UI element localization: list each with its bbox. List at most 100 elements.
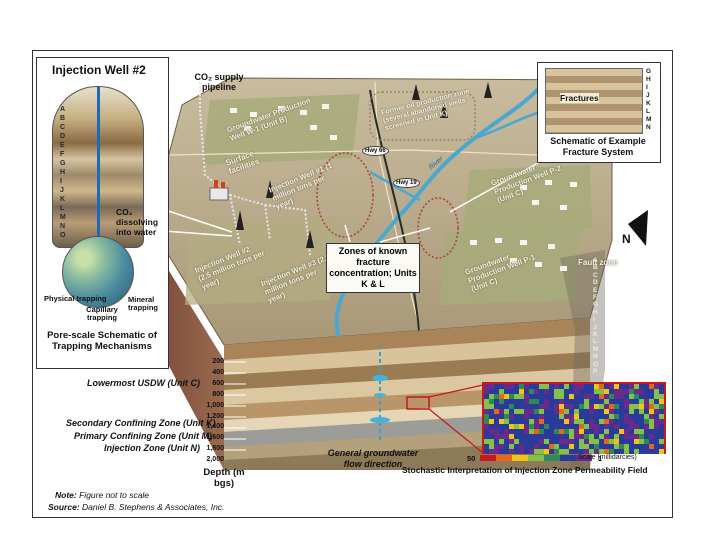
perm-cell	[534, 399, 539, 404]
perm-cell	[619, 384, 624, 389]
perm-cell	[574, 449, 579, 454]
perm-cell	[529, 389, 534, 394]
perm-cell	[614, 449, 619, 454]
layer-letter: M	[593, 345, 599, 353]
perm-cell	[584, 424, 589, 429]
perm-cell	[554, 444, 559, 449]
perm-cell	[649, 409, 654, 414]
perm-cell	[584, 449, 589, 454]
depth-tick: 400	[212, 368, 224, 376]
perm-cell	[589, 414, 594, 419]
perm-cell	[584, 389, 589, 394]
perm-cell	[589, 449, 594, 454]
perm-cell	[499, 384, 504, 389]
river-branch	[369, 110, 541, 202]
perm-cell	[539, 404, 544, 409]
perm-cell	[594, 419, 599, 424]
perm-cell	[569, 429, 574, 434]
perm-cell	[519, 444, 524, 449]
perm-cell	[579, 394, 584, 399]
perm-cell	[639, 394, 644, 399]
perm-cell	[559, 404, 564, 409]
layer-letter: G	[60, 160, 66, 167]
perm-cell	[624, 394, 629, 399]
perm-cell	[554, 419, 559, 424]
perm-cell	[539, 449, 544, 454]
perm-cell	[599, 419, 604, 424]
perm-cell	[579, 439, 584, 444]
perm-cell	[494, 429, 499, 434]
perm-cell	[589, 389, 594, 394]
layer-letter: N	[646, 124, 651, 131]
perm-cell	[634, 439, 639, 444]
perm-cell	[649, 384, 654, 389]
perm-cell	[589, 444, 594, 449]
perm-cell	[624, 414, 629, 419]
perm-cell	[514, 384, 519, 389]
perm-cell	[654, 424, 659, 429]
north-label: N	[622, 232, 631, 246]
perm-scale-swatch	[480, 455, 496, 461]
layer-letter: I	[60, 178, 62, 185]
perm-cell	[509, 419, 514, 424]
perm-cell	[659, 449, 664, 454]
layer-letter: D	[60, 133, 66, 140]
perm-cell	[559, 409, 564, 414]
perm-cell	[579, 414, 584, 419]
perm-cell	[654, 409, 659, 414]
green-patch-inj	[185, 215, 340, 305]
perm-cell	[564, 389, 569, 394]
perm-cell	[569, 444, 574, 449]
perm-cell	[489, 409, 494, 414]
layer-letter: L	[60, 205, 65, 212]
perm-cell	[534, 449, 539, 454]
perm-cell	[499, 414, 504, 419]
perm-cell	[539, 439, 544, 444]
perm-cell	[484, 389, 489, 394]
perm-cell	[584, 429, 589, 434]
perm-cell	[544, 414, 549, 419]
layer-letter: F	[60, 151, 65, 158]
perm-cell	[604, 384, 609, 389]
perm-cell	[634, 414, 639, 419]
perm-cell	[619, 434, 624, 439]
perm-cell	[494, 424, 499, 429]
perm-cell	[579, 399, 584, 404]
perm-cell	[514, 424, 519, 429]
perm-cell	[659, 434, 664, 439]
perm-cell	[564, 394, 569, 399]
perm-cell	[609, 449, 614, 454]
perm-cell	[659, 439, 664, 444]
perm-cell	[524, 394, 529, 399]
hwy-b-label: Hwy 19	[393, 178, 420, 188]
perm-cell	[599, 444, 604, 449]
perm-cell	[604, 389, 609, 394]
fracture-zone-2	[417, 197, 459, 259]
green-patch-p2	[462, 165, 592, 238]
perm-cell	[564, 424, 569, 429]
perm-cell	[534, 394, 539, 399]
layer-letter: L	[593, 338, 597, 346]
perm-cell	[539, 399, 544, 404]
perm-cell	[589, 434, 594, 439]
perm-cell	[549, 389, 554, 394]
north-arrow	[628, 210, 648, 246]
perm-cell	[624, 399, 629, 404]
perm-cell	[604, 414, 609, 419]
hwy-a-label: Hwy 66	[362, 146, 389, 156]
perm-cell	[589, 404, 594, 409]
perm-cell	[644, 439, 649, 444]
perm-cell	[604, 409, 609, 414]
perm-cell	[584, 409, 589, 414]
layer-letter: N	[60, 223, 66, 230]
perm-cell	[589, 424, 594, 429]
perm-cell	[634, 409, 639, 414]
perm-cell	[614, 444, 619, 449]
fractures-label: Fractures	[560, 93, 599, 103]
depth-tick: 800	[212, 390, 224, 398]
perm-cell	[639, 419, 644, 424]
perm-cell	[624, 424, 629, 429]
perm-cell	[484, 384, 489, 389]
perm-cell	[649, 389, 654, 394]
perm-cell	[649, 444, 654, 449]
